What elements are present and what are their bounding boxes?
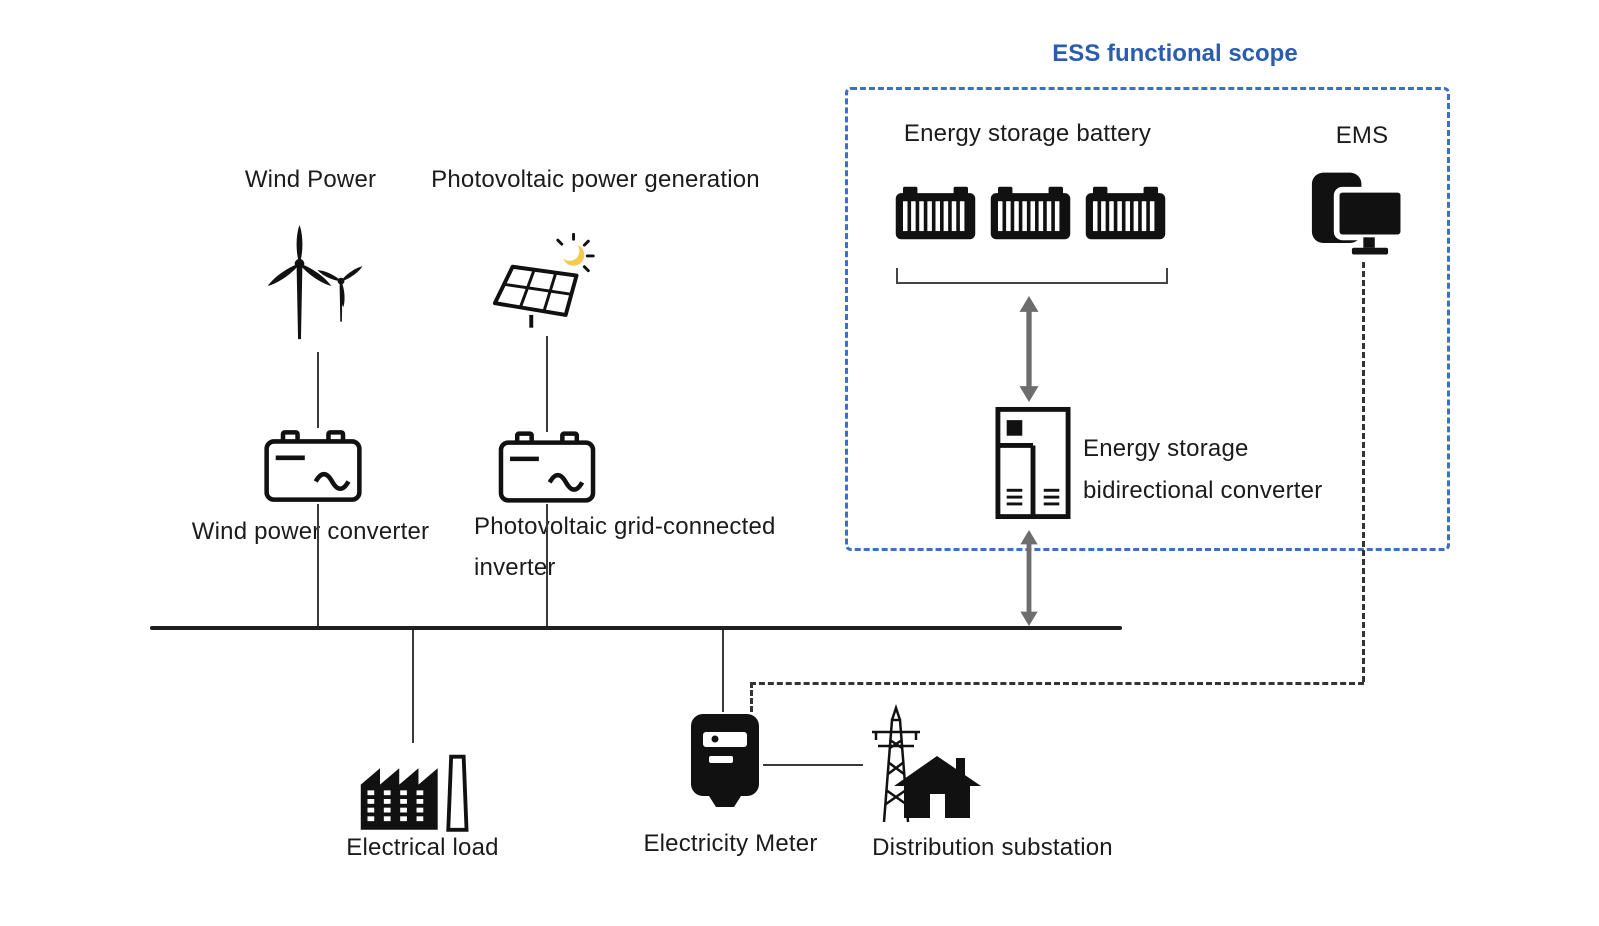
connector-bus-to-load bbox=[412, 630, 414, 743]
ems-label: EMS bbox=[1335, 122, 1389, 149]
ems-computer-icon bbox=[1310, 168, 1410, 260]
connector-wind-converter-to-bus bbox=[317, 504, 319, 628]
pv-inverter-label: Photovoltaic grid-connected inverter bbox=[474, 513, 776, 581]
solar-panel-icon bbox=[488, 228, 606, 334]
battery-group-bracket bbox=[896, 268, 1168, 284]
wind-turbine-icon bbox=[256, 220, 372, 352]
ems-dashed-link-horizontal bbox=[750, 682, 1364, 685]
energy-storage-battery-label: Energy storage battery bbox=[903, 120, 1152, 147]
connector-pv-inverter-to-bus bbox=[546, 504, 548, 628]
converter-cabinet-icon bbox=[995, 406, 1071, 520]
connector-turbine-to-converter bbox=[317, 352, 319, 428]
connector-meter-to-substation bbox=[763, 764, 863, 766]
ess-scope-title: ESS functional scope bbox=[1052, 40, 1298, 67]
double-arrow-icon bbox=[1016, 530, 1042, 626]
wind-converter-label: Wind power converter bbox=[191, 518, 430, 545]
battery-icon bbox=[1083, 185, 1168, 241]
converter-box-icon bbox=[263, 428, 363, 504]
double-arrow-icon bbox=[1016, 296, 1042, 402]
battery-icon bbox=[893, 185, 978, 241]
bus-line bbox=[150, 626, 1122, 630]
ess-scope-boundary bbox=[845, 87, 1450, 551]
wind-power-label: Wind Power bbox=[244, 166, 377, 193]
electricity-meter-icon bbox=[687, 710, 763, 810]
connector-panel-to-inverter bbox=[546, 336, 548, 432]
electricity-meter-label: Electricity Meter bbox=[643, 830, 818, 857]
connector-bus-to-meter bbox=[722, 630, 724, 712]
electrical-load-label: Electrical load bbox=[346, 834, 499, 861]
transmission-tower-icon bbox=[856, 702, 936, 824]
pv-generation-label: Photovoltaic power generation bbox=[431, 166, 760, 193]
distribution-substation-label: Distribution substation bbox=[872, 834, 1113, 861]
battery-icon bbox=[988, 185, 1073, 241]
ems-dashed-link-vertical bbox=[1362, 262, 1365, 682]
ems-dashed-link-stub bbox=[750, 682, 753, 712]
es-converter-label: Energy storage bidirectional converter bbox=[1083, 435, 1323, 504]
converter-box-icon bbox=[497, 430, 597, 504]
substation-house-icon bbox=[890, 750, 985, 820]
factory-icon bbox=[355, 740, 480, 834]
